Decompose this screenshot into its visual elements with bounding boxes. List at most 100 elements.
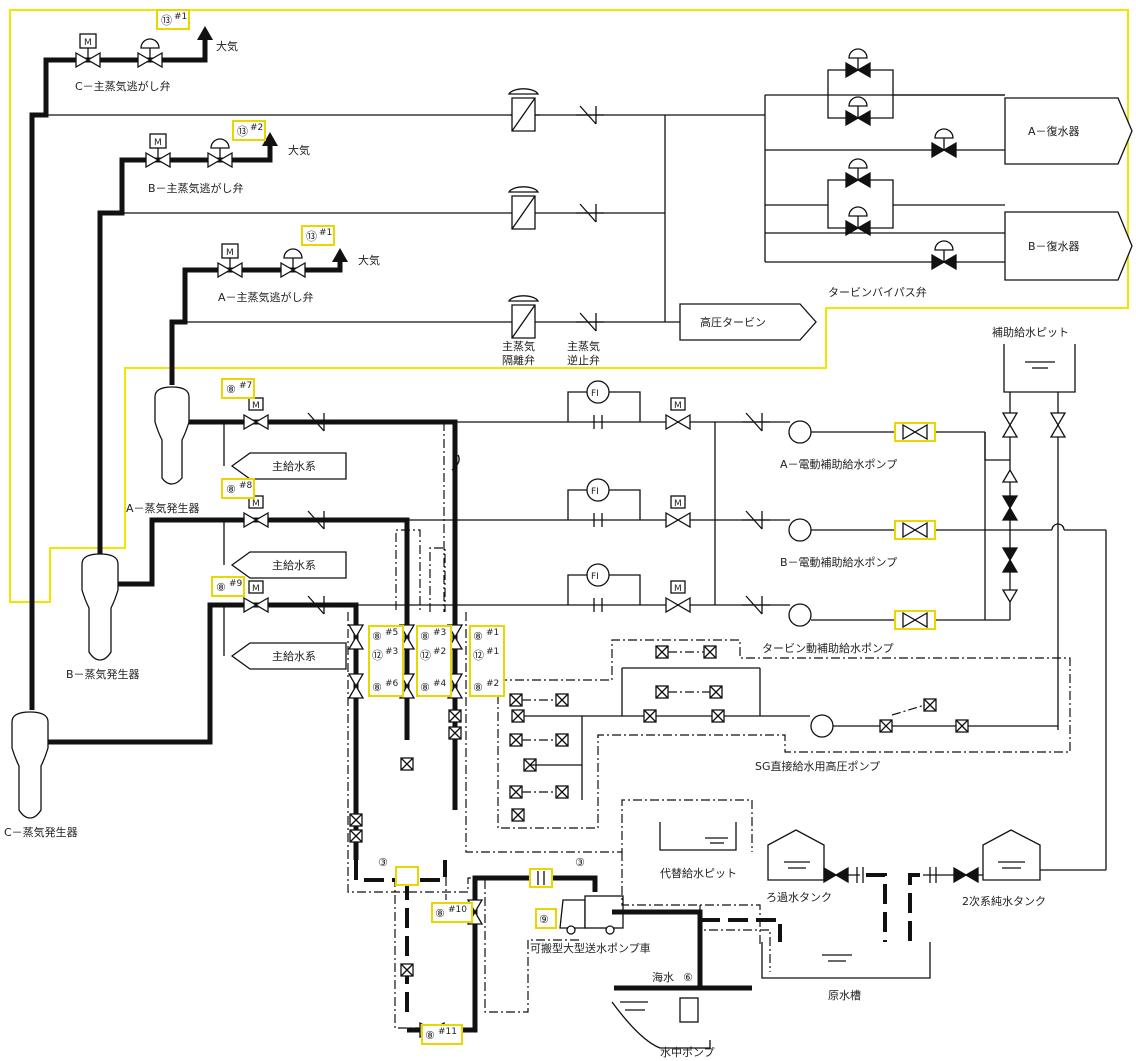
b-relief-valve: M bbox=[145, 133, 233, 168]
marker-3-a: ③ bbox=[378, 856, 388, 869]
marker-8-11-sup: #11 bbox=[438, 1027, 457, 1037]
hp-turbine bbox=[679, 303, 817, 341]
b-atmosphere: 大気 bbox=[288, 143, 310, 157]
marker-12-3-sup: #3 bbox=[385, 647, 398, 657]
a-steam-generator bbox=[154, 386, 190, 485]
b-steam-generator bbox=[81, 553, 119, 661]
marker-9: ⑨ bbox=[539, 913, 549, 926]
svg-text:M: M bbox=[226, 248, 234, 258]
mscv-label-2: 逆止弁 bbox=[567, 353, 600, 367]
hp-turbine-label: 高圧タービン bbox=[700, 315, 766, 329]
c-check-valve bbox=[575, 105, 605, 125]
b-pump-label: B－電動補助給水ポンプ bbox=[780, 555, 897, 569]
sg-hp-pump bbox=[810, 714, 834, 738]
aux-pit-label: 補助給水ピット bbox=[992, 325, 1069, 339]
marker-8-4-sup: #4 bbox=[433, 679, 447, 689]
a-sg-label: A－蒸気発生器 bbox=[126, 501, 200, 515]
marker-8-2: ⑧ bbox=[473, 681, 483, 694]
b-sg-label: B－蒸気発生器 bbox=[66, 667, 140, 681]
main-feed-a-label: 主給水系 bbox=[272, 459, 316, 473]
c-arrow bbox=[197, 26, 213, 40]
marker-12-1-sup: #1 bbox=[486, 647, 499, 657]
main-feed-b bbox=[223, 520, 347, 579]
a-msiv bbox=[507, 295, 540, 339]
svg-text:M: M bbox=[84, 38, 92, 48]
alt-pit-label: 代替給水ピット bbox=[660, 866, 737, 880]
c-atmosphere: 大気 bbox=[216, 39, 238, 53]
sub-pump-label: 水中ポンプ bbox=[660, 1046, 715, 1059]
marker-3-b: ③ bbox=[575, 856, 585, 869]
main-feed-c-label: 主給水系 bbox=[272, 649, 316, 663]
marker-13-a: ⑬ bbox=[306, 230, 317, 243]
raw-tank-label: 原水槽 bbox=[828, 989, 861, 1002]
filter-tank-label: ろ過水タンク bbox=[766, 891, 832, 904]
marker-8-4: ⑧ bbox=[420, 681, 430, 694]
turbine-bypass-label: タービンバイパス弁 bbox=[828, 285, 927, 299]
marker-8-1: ⑧ bbox=[473, 630, 483, 643]
svg-text:M: M bbox=[674, 499, 682, 509]
fi-c-label: FI bbox=[591, 572, 599, 582]
seawater-label: 海水 bbox=[652, 970, 674, 984]
marker-13-b-sup: #2 bbox=[250, 123, 263, 133]
a-condenser bbox=[1004, 97, 1133, 165]
c-msiv bbox=[507, 88, 540, 132]
marker-8-9: ⑧ bbox=[216, 581, 226, 594]
marker-8-3: ⑧ bbox=[420, 630, 430, 643]
marker-13-a-sup: #1 bbox=[319, 228, 332, 238]
marker-13-c-sup: #1 bbox=[174, 12, 187, 22]
marker-13-b: ⑬ bbox=[237, 125, 248, 138]
marker-8-8-sup: #8 bbox=[239, 481, 253, 491]
marker-8-11: ⑧ bbox=[425, 1029, 435, 1042]
a-relief-label: A－主蒸気逃がし弁 bbox=[218, 290, 314, 304]
svg-text:M: M bbox=[252, 584, 260, 594]
raw-water-tank bbox=[761, 942, 931, 979]
main-feed-c bbox=[223, 605, 347, 670]
t-afw-pump bbox=[788, 603, 812, 627]
c-steam-generator bbox=[11, 711, 49, 819]
marker-8-6-sup: #6 bbox=[385, 679, 399, 689]
mscv-label-1: 主蒸気 bbox=[567, 339, 600, 353]
b-msiv bbox=[507, 186, 540, 230]
c-relief-valve: M bbox=[75, 33, 163, 68]
yellow-boundary bbox=[9, 9, 1129, 603]
c-relief-label: C－主蒸気逃がし弁 bbox=[75, 79, 171, 93]
a-check-valve bbox=[575, 312, 605, 332]
a-pump-label: A－電動補助給水ポンプ bbox=[780, 457, 897, 471]
t-pump-label: タービン動補助給水ポンプ bbox=[762, 641, 894, 655]
submersible-pump bbox=[679, 997, 699, 1023]
svg-text:M: M bbox=[674, 401, 682, 411]
marker-8-7: ⑧ bbox=[226, 383, 236, 396]
msiv-label-1: 主蒸気 bbox=[502, 339, 535, 353]
fi-a bbox=[567, 380, 641, 429]
b-condenser bbox=[1004, 211, 1133, 281]
a-relief-pipe bbox=[169, 255, 343, 385]
fi-b bbox=[567, 478, 641, 527]
pure-water-tank bbox=[982, 829, 1041, 881]
c-feed-motor-valve: M bbox=[243, 580, 269, 613]
marker-8-3-sup: #3 bbox=[433, 628, 446, 638]
portable-pump-truck bbox=[559, 895, 624, 935]
marker-8-6: ⑧ bbox=[372, 681, 382, 694]
sg-hp-pump-label: SG直接給水用高圧ポンプ bbox=[755, 759, 880, 773]
marker-12-2: ⑫ bbox=[420, 649, 431, 662]
svg-text:M: M bbox=[252, 499, 260, 509]
marker-12-3: ⑫ bbox=[372, 649, 383, 662]
marker-8-9-sup: #9 bbox=[229, 579, 243, 589]
marker-8-1-sup: #1 bbox=[486, 628, 499, 638]
pure-tank-label: 2次系純水タンク bbox=[962, 894, 1046, 908]
b-relief-pipe bbox=[97, 140, 273, 555]
b-check-valve bbox=[575, 203, 605, 223]
filter-water-tank bbox=[767, 829, 825, 881]
svg-text:M: M bbox=[154, 138, 162, 148]
marker-8-10-sup: #10 bbox=[448, 905, 467, 915]
c-sg-label: C－蒸気発生器 bbox=[4, 825, 78, 839]
fi-b-label: FI bbox=[591, 487, 599, 497]
marker-8-5-sup: #5 bbox=[385, 628, 398, 638]
b-afw-pump bbox=[788, 518, 812, 542]
marker-8-2-sup: #2 bbox=[486, 679, 499, 689]
main-feed-b-label: 主給水系 bbox=[272, 558, 316, 572]
fi-c bbox=[567, 563, 641, 612]
fi-a-label: FI bbox=[591, 389, 599, 399]
marker-12-1: ⑫ bbox=[473, 649, 484, 662]
